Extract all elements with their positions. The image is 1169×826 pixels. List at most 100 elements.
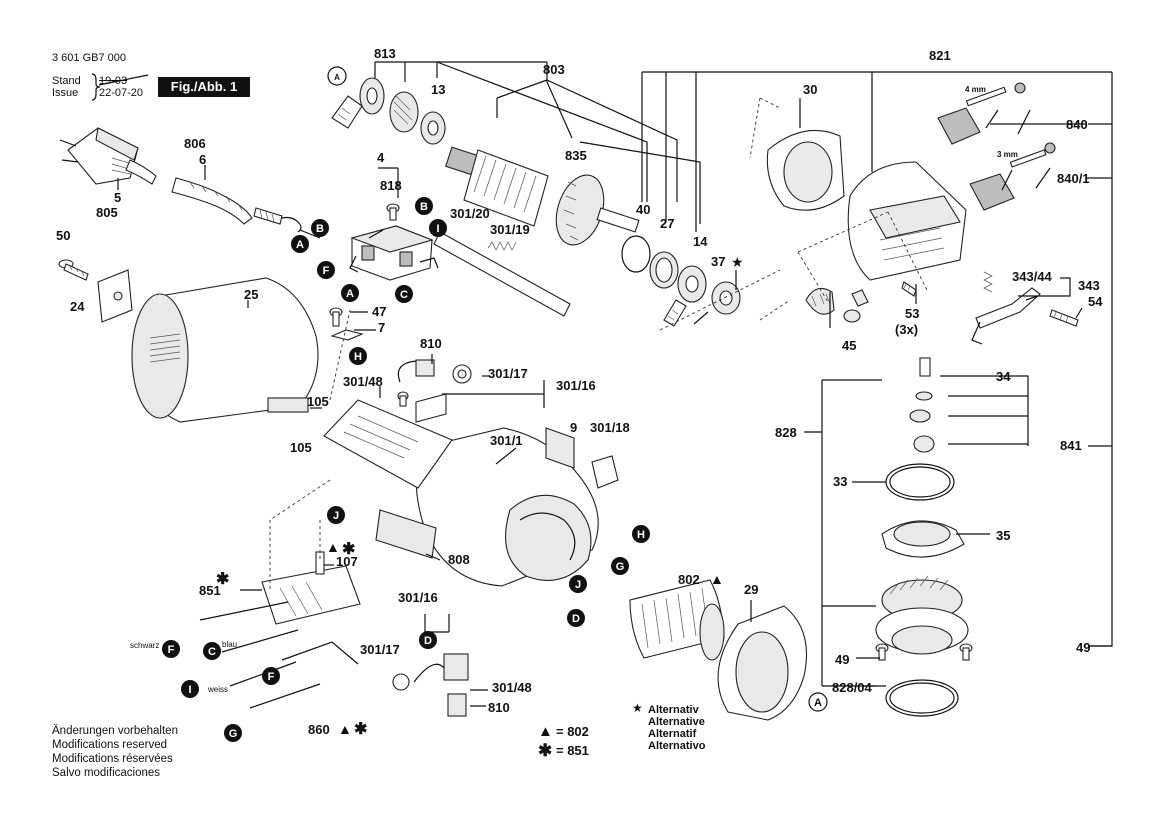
label-301-19: 301/19 [490,222,530,237]
lock-button-840-1 [969,142,1056,211]
svg-text:J: J [333,510,339,522]
svg-text:I: I [436,223,439,235]
label-808 [375,509,437,559]
alternative-line-3: Alternatif [648,728,697,740]
svg-text:F: F [168,644,175,656]
callout-i-brush: I [429,219,447,237]
bearing-37 [663,281,741,327]
bearing-813 [359,77,385,115]
label-35: 35 [996,528,1010,543]
callout-c-wire: C [203,642,221,660]
svg-text:J: J [575,579,581,591]
callout-c-brush: C [395,285,413,303]
callout-h-stator: H [632,525,650,543]
spring-301-17 [452,364,472,384]
label-343: 343 [1078,278,1100,293]
gear-head-821 [847,161,967,281]
label-301-48-bottom: 301/48 [492,680,532,695]
callout-g-wire: G [224,724,242,742]
label-37: 37 [711,254,725,269]
svg-text:C: C [400,289,408,301]
bearing-13 [389,91,446,145]
asterisk-symbol-860: ✱ [354,721,367,738]
label-301-17-bottom: 301/17 [360,642,400,657]
document-number: 3 601 GB7 000 [52,52,127,64]
label-25: 25 [244,287,258,302]
stator-802 [629,579,725,661]
svg-text:A: A [296,239,304,251]
label-301-18: 301/18 [590,420,630,435]
alternative-line-1: Alternativ [648,704,699,716]
asterisk-symbol-851: ✱ [216,571,229,588]
label-301-20: 301/20 [450,206,490,221]
screw-47 [329,307,343,327]
switch-part-7 [330,329,364,341]
wire-label-weiss: weiss [207,685,228,694]
bevel-gear-small [805,287,869,315]
label-33: 33 [833,474,847,489]
star-symbol-37: ★ [731,254,744,270]
stand-label: Stand [52,75,81,87]
label-301-16-bottom: 301/16 [398,590,438,605]
svg-text:F: F [268,671,275,683]
motor-housing-25 [131,277,319,423]
label-105-b: 105 [290,440,312,455]
svg-text:G: G [229,728,238,740]
callout-a-guard: A [808,692,828,712]
label-9: 9 [570,420,577,435]
note-de: Änderungen vorbehalten [52,725,178,737]
svg-text:G: G [616,561,625,573]
label-805: 805 [96,205,118,220]
cable-sleeve [171,177,253,225]
label-818: 818 [380,178,402,193]
svg-text:C: C [208,646,216,658]
armature [445,146,640,246]
callout-b-cord: B [311,219,329,237]
circlip-40 [621,235,651,273]
svg-text:I: I [188,684,191,696]
label-806: 806 [184,136,206,151]
end-cap-24 [97,269,133,323]
legend-triangle-text: = 802 [556,724,589,739]
label-301-1: 301/1 [490,433,523,448]
callout-j-left: J [327,506,345,524]
svg-text:B: B [420,201,428,213]
callout-d-switch: D [419,631,437,649]
leader-lines [117,61,1113,707]
power-plug [59,127,157,185]
cable-end [253,207,302,233]
label-803: 803 [543,62,565,77]
switch-301-16 [415,393,447,423]
fan-shroud-813 [331,95,363,129]
note-fr: Modifications réservées [52,753,173,765]
label-9 [545,427,575,469]
switch-housing [323,399,453,489]
label-813: 813 [374,46,396,61]
label-3x: (3x) [895,322,918,337]
label-828: 828 [775,425,797,440]
alternative-legend: Alternativ Alternative Alternatif Altern… [648,704,705,752]
ring-27 [649,251,679,289]
spindle-lock-343 [971,287,1041,345]
label-3mm: 3 mm [997,150,1018,159]
contact-810 [397,359,435,383]
label-4: 4 [377,150,385,165]
electronics-module-851 [261,565,361,625]
svg-text:A: A [814,697,822,709]
slide-switch-301-20 [433,231,571,317]
label-49-right: 49 [1076,640,1090,655]
triangle-symbol-802: ▲ [710,571,724,587]
label-5: 5 [114,190,121,205]
label-6: 6 [199,152,206,167]
svg-text:F: F [323,265,330,277]
note-es: Salvo modificaciones [52,767,161,779]
nut-45 [843,309,861,323]
header-brace [91,73,101,101]
label-105-a: 105 [307,394,329,409]
legend-asterisk-icon: ✱ [538,741,552,760]
o-ring-33 [885,463,955,501]
pin-34 [919,357,931,377]
alternative-line-4: Alternativo [648,740,706,752]
